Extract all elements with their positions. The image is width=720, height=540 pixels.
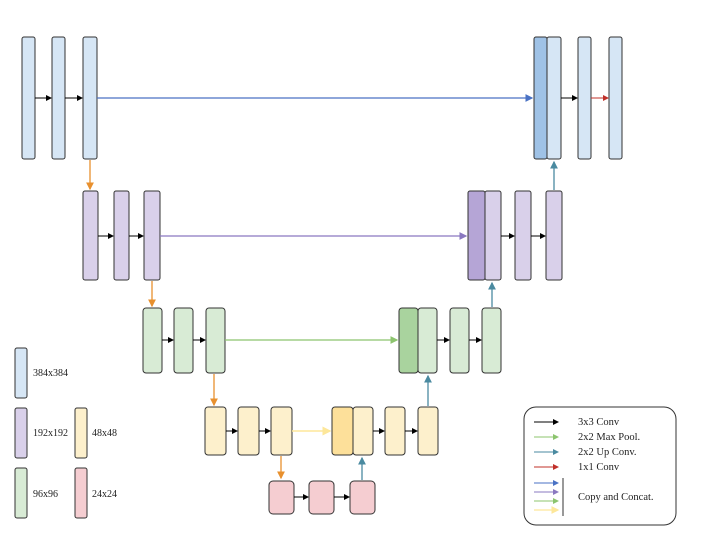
feature-map-block [484, 190, 502, 281]
feature-map-block [533, 36, 548, 160]
legend-conv-label: 3x3 Conv [578, 417, 620, 428]
feature-map-block [270, 406, 293, 456]
feature-map-block [546, 36, 562, 160]
feature-map-block [205, 307, 226, 374]
size-label-48: 48x48 [92, 428, 117, 439]
feature-map-block [417, 406, 439, 456]
size-label-24: 24x24 [92, 489, 117, 500]
size-swatch-192 [14, 407, 28, 459]
size-swatch-48 [74, 407, 88, 459]
decoder-level-2 [467, 190, 563, 281]
feature-map-block [481, 307, 502, 374]
feature-map-block [417, 307, 438, 374]
size-label-96: 96x96 [33, 489, 58, 500]
arrow-legend: 3x3 Conv 2x2 Max Pool. 2x2 Up Conv. 1x1 … [523, 406, 677, 526]
legend-upconv-label: 2x2 Up Conv. [578, 447, 637, 458]
feature-map-block [384, 406, 406, 456]
arrow-legend-box [523, 406, 677, 526]
feature-map-block [608, 36, 623, 160]
legend-copy-label: Copy and Concat. [578, 492, 654, 503]
feature-map-block [51, 36, 66, 160]
size-label-192: 192x192 [33, 428, 68, 439]
feature-map-block [514, 190, 532, 281]
feature-map-block [268, 480, 295, 515]
size-swatch-384 [14, 347, 28, 399]
decoder-level-4 [331, 406, 439, 456]
feature-map-block [204, 406, 227, 456]
feature-map-block [449, 307, 470, 374]
feature-map-block [82, 36, 98, 160]
feature-map-block [352, 406, 374, 456]
size-swatch-96 [14, 467, 28, 519]
encoder-level-3 [142, 307, 226, 374]
encoder-level-2 [82, 190, 161, 281]
size-label-384: 384x384 [33, 368, 68, 379]
size-swatch-24 [74, 467, 88, 519]
decoder-level-3 [398, 307, 502, 374]
encoder-level-4 [204, 406, 293, 456]
feature-map-block [82, 190, 99, 281]
feature-map-block [308, 480, 335, 515]
legend-pool-label: 2x2 Max Pool. [578, 432, 640, 443]
feature-map-block [113, 190, 130, 281]
bottleneck-level-5 [268, 480, 376, 515]
encoder-level-1 [21, 36, 98, 160]
feature-map-block [349, 480, 376, 515]
feature-map-block [237, 406, 260, 456]
feature-map-block [577, 36, 592, 160]
feature-map-block [143, 190, 161, 281]
feature-map-block [173, 307, 194, 374]
legend-1x1-label: 1x1 Conv [578, 462, 620, 473]
feature-map-block [142, 307, 163, 374]
decoder-level-1 [533, 36, 623, 160]
feature-map-block [545, 190, 563, 281]
feature-map-block [331, 406, 354, 456]
feature-map-block [398, 307, 419, 374]
feature-map-block [467, 190, 486, 281]
feature-map-block [21, 36, 36, 160]
size-legend: 384x384 192x192 96x96 48x48 24x24 [14, 347, 117, 519]
